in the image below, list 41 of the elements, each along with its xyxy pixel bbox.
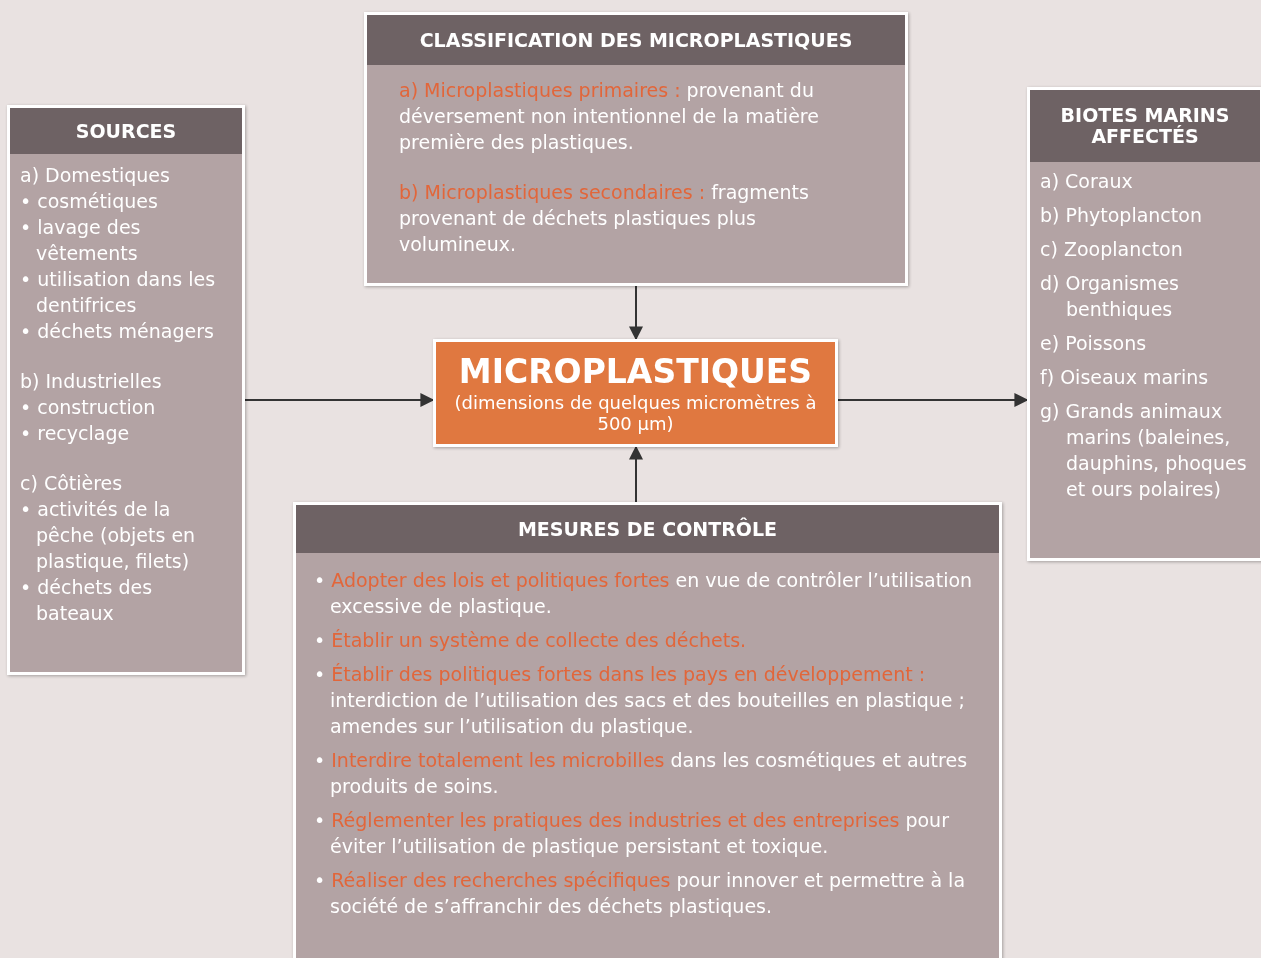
text-paragraph: • Réaliser des recherches spécifiques pour innover et permettre à la société de s’affranchir des déchets plastiques. — [314, 868, 967, 919]
list-item: • lavage des vêtements — [20, 215, 142, 266]
list-item: b) Phytoplancton — [1040, 203, 1203, 228]
panel-box — [1027, 87, 1261, 561]
list-item: c) Zooplancton — [1040, 237, 1184, 262]
panel-heading: BIOTES MARINS AFFECTÉS — [1030, 90, 1260, 162]
panel-heading: SOURCES — [10, 108, 242, 154]
list-item: f) Oiseaux marins — [1040, 365, 1210, 390]
text-paragraph: • Adopter des lois et politiques fortes en vue de contrôler l’utilisation excessive de plastique. — [314, 568, 974, 619]
list-item: • déchets ménagers — [20, 319, 215, 344]
text-paragraph: a) Microplastiques primaires : provenant du déversement non intentionnel de la matière première des plastiques. — [399, 78, 820, 155]
central-box — [433, 339, 838, 447]
arrow — [244, 393, 435, 407]
subtitle: (dimensions de quelques micromètres à 500 µm) — [453, 392, 818, 434]
panel-heading: CLASSIFICATION DES MICROPLASTIQUES — [367, 15, 905, 65]
list-item: • activités de la pêche (objets en plastique, filets) — [20, 497, 197, 574]
list-item: • cosmétiques — [20, 189, 159, 214]
panel-box — [364, 12, 908, 286]
panel-heading: MESURES DE CONTRÔLE — [296, 505, 999, 553]
list-item: a) Domestiques — [20, 163, 171, 188]
main-title: MICROPLASTIQUES — [457, 352, 814, 392]
arrow — [629, 285, 643, 341]
text-paragraph: b) Microplastiques secondaires : fragments provenant de déchets plastiques plus volumineux. — [399, 180, 810, 257]
list-item: • recyclage — [20, 421, 131, 446]
list-item: b) Industrielles — [20, 369, 163, 394]
list-item: g) Grands animaux marins (baleines, dauphins, phoques et ours polaires) — [1040, 399, 1248, 502]
arrow — [629, 445, 643, 503]
text-paragraph: • Établir des politiques fortes dans les pays en développement : interdiction de l’utilisation des sacs et des bouteilles en plastique ; amendes sur l’utilisation du plastique. — [314, 662, 966, 739]
list-item: • construction — [20, 395, 157, 420]
arrow — [837, 393, 1029, 407]
list-item: • déchets des bateaux — [20, 575, 154, 626]
list-item: a) Coraux — [1040, 169, 1134, 194]
text-paragraph: • Interdire totalement les microbilles dans les cosmétiques et autres produits de soins. — [314, 748, 969, 799]
panel-box — [293, 502, 1002, 958]
panel-box — [7, 105, 245, 675]
list-item: d) Organismes benthiques — [1040, 271, 1180, 322]
list-item: c) Côtières — [20, 471, 124, 496]
list-item: e) Poissons — [1040, 331, 1148, 356]
text-paragraph: • Réglementer les pratiques des industries et des entreprises pour éviter l’utilisation de plastique persistant et toxique. — [314, 808, 950, 859]
list-item: • utilisation dans les dentifrices — [20, 267, 217, 318]
text-paragraph: • Établir un système de collecte des déchets. — [314, 628, 748, 653]
